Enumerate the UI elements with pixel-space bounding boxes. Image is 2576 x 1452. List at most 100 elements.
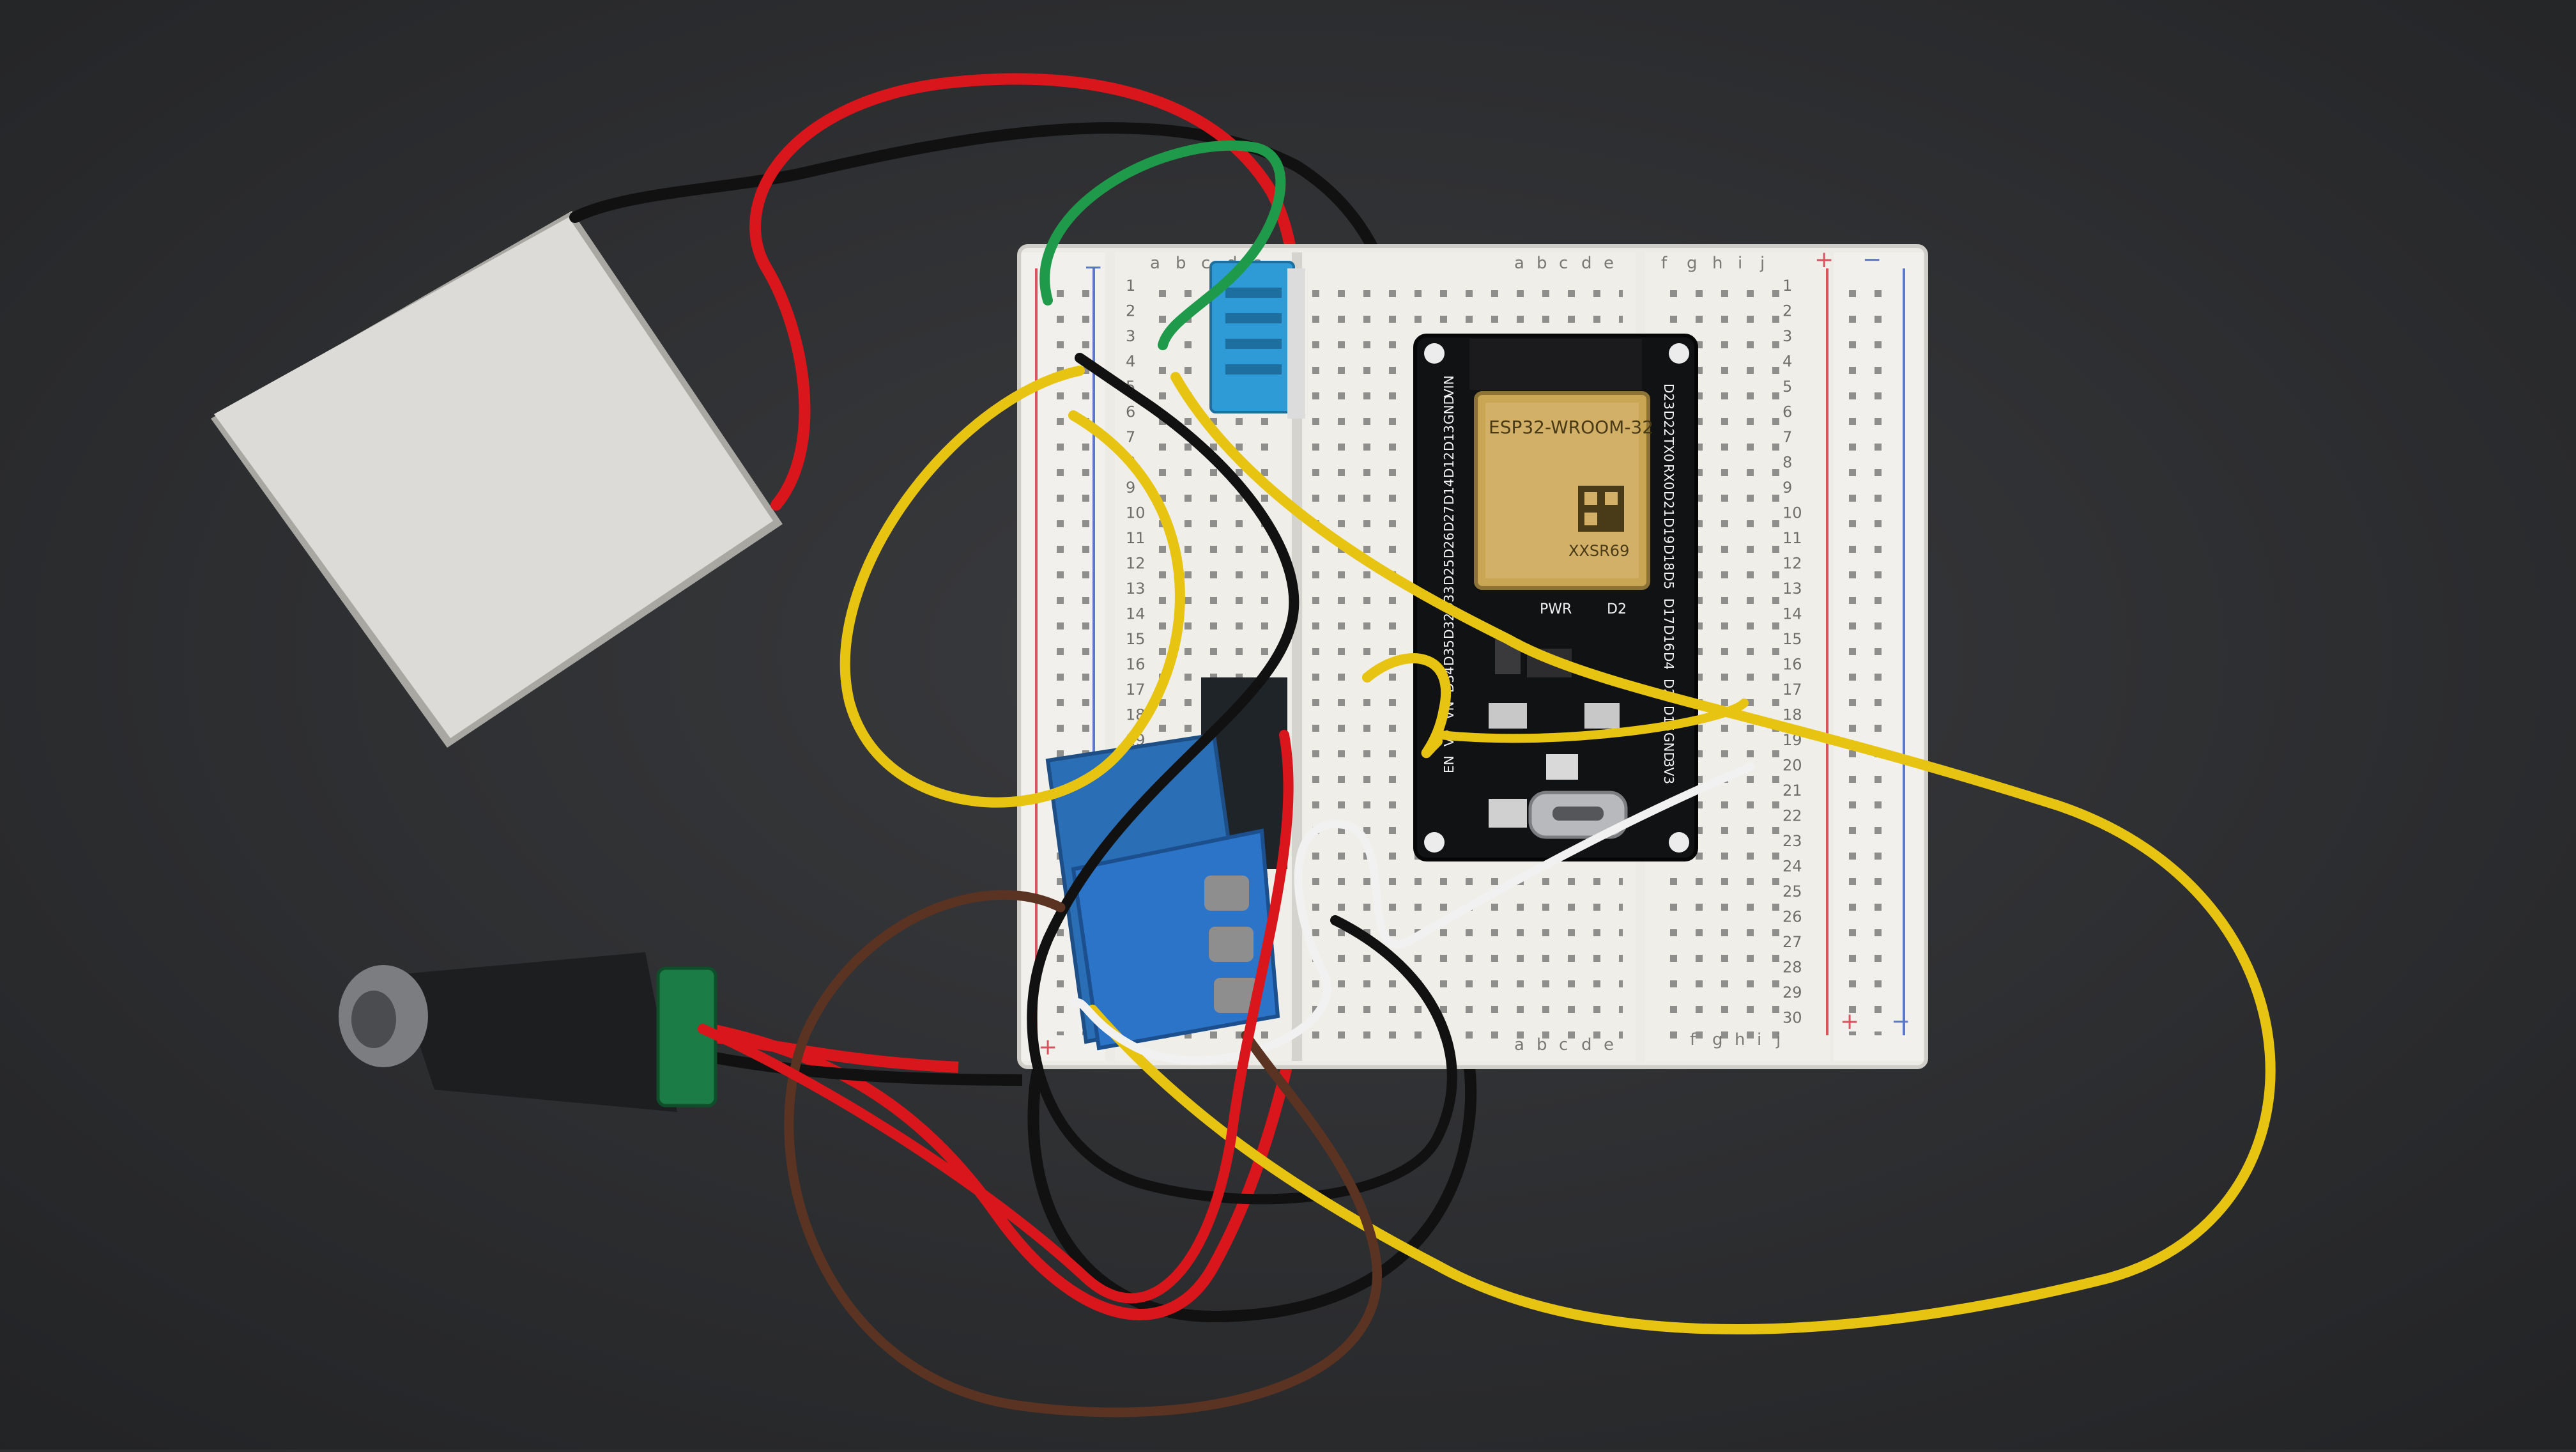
esp32-board: ESP32-WROOM-32 XXSR69 PWR D2 ENVPVND34D3… xyxy=(1413,334,1698,861)
rail-minus-left: − xyxy=(1084,254,1103,281)
row-number-right: 7 xyxy=(1782,428,1792,446)
module-name-label: ESP32-WROOM-32 xyxy=(1489,417,1653,438)
row-number-right: 2 xyxy=(1782,302,1792,320)
dht-sensor xyxy=(1209,261,1305,419)
row-number-right: 18 xyxy=(1782,706,1802,724)
row-number-left: 2 xyxy=(1126,302,1135,320)
esp32-pin-label-right: D19 xyxy=(1661,518,1676,544)
col-letter-c-mid: c xyxy=(1559,254,1568,273)
black-jumper-wire xyxy=(1027,353,1457,1205)
yellow-wire-long xyxy=(1087,372,2276,1334)
row-number-right: 29 xyxy=(1782,984,1802,1001)
row-number-right: 24 xyxy=(1782,858,1802,876)
row-number-left: 9 xyxy=(1126,479,1135,497)
row-numbers-right: 1234567891011121314151617181920212223242… xyxy=(1782,277,1802,1027)
col-letter-f: f xyxy=(1661,254,1667,273)
rail-plus-right-bottom: + xyxy=(1840,1008,1859,1035)
col-letter-h-bottom: h xyxy=(1735,1030,1745,1049)
d2-led-label: D2 xyxy=(1607,601,1627,617)
row-number-right: 17 xyxy=(1782,681,1802,699)
row-number-right: 23 xyxy=(1782,832,1802,850)
row-number-left: 16 xyxy=(1126,656,1146,674)
row-number-left: 12 xyxy=(1126,555,1146,573)
esp32-pin-label-left: D14 xyxy=(1441,479,1457,505)
peltier-module xyxy=(211,211,783,748)
esp32-pin-label-left: GND xyxy=(1441,395,1457,424)
esp32-pin-label-right: TX0 xyxy=(1661,436,1676,462)
row-number-right: 30 xyxy=(1782,1009,1802,1027)
row-number-left: 13 xyxy=(1126,580,1146,598)
red-lower-wire xyxy=(698,730,1294,1304)
esp32-pin-label-right: D21 xyxy=(1661,491,1676,517)
row-number-right: 15 xyxy=(1782,630,1802,648)
esp32-pin-label-right: D17 xyxy=(1661,598,1676,624)
col-letter-c: c xyxy=(1201,254,1210,273)
esp32-pins-left: ENVPVND34D35D32D33D25D26D27D14D12D13GNDV… xyxy=(1441,375,1457,773)
col-letter-i-bottom: i xyxy=(1757,1030,1761,1049)
esp32-pin-label-left: D25 xyxy=(1441,559,1457,585)
col-letter-e-bottom: e xyxy=(1604,1035,1614,1054)
relay-module xyxy=(1045,677,1287,1051)
col-letter-b: b xyxy=(1176,254,1186,273)
row-number-right: 1 xyxy=(1782,277,1792,295)
row-number-left: 3 xyxy=(1126,327,1135,345)
col-letter-a: a xyxy=(1150,254,1160,273)
row-number-right: 20 xyxy=(1782,757,1802,775)
esp32-pin-label-left: D13 xyxy=(1441,425,1457,451)
row-number-right: 14 xyxy=(1782,605,1802,623)
esp32-pin-label-left: D26 xyxy=(1441,532,1457,559)
row-number-right: 28 xyxy=(1782,959,1802,977)
col-letter-j: j xyxy=(1759,254,1765,273)
esp32-pin-label-right: D4 xyxy=(1661,652,1676,670)
esp32-pin-label-left: D27 xyxy=(1441,506,1457,532)
row-number-right: 12 xyxy=(1782,555,1802,573)
row-number-left: 14 xyxy=(1126,605,1146,623)
row-number-right: 13 xyxy=(1782,580,1802,598)
white-wire xyxy=(1069,762,1755,1065)
esp32-pin-label-right: D16 xyxy=(1661,625,1676,651)
esp32-pin-label-right: D18 xyxy=(1661,544,1676,571)
row-number-right: 10 xyxy=(1782,504,1802,522)
yellow-wire-to-esp xyxy=(1436,699,1749,743)
row-number-right: 9 xyxy=(1782,479,1792,497)
row-number-left: 1 xyxy=(1126,277,1135,295)
row-number-right: 8 xyxy=(1782,454,1792,472)
rail-minus-right: − xyxy=(1862,247,1882,273)
rail-plus-right: + xyxy=(1814,247,1834,273)
row-number-left: 10 xyxy=(1126,504,1146,522)
row-number-right: 27 xyxy=(1782,933,1802,951)
esp32-pin-label-left: EN xyxy=(1441,755,1457,773)
col-letter-j-bottom: j xyxy=(1775,1030,1781,1049)
row-number-right: 16 xyxy=(1782,656,1802,674)
dc-barrel-jack xyxy=(339,952,1023,1112)
esp32-pin-label-right: GND xyxy=(1661,732,1676,762)
esp32-pin-label-right: D23 xyxy=(1661,383,1676,410)
col-letter-d-bottom: d xyxy=(1581,1035,1592,1054)
esp32-pin-label-left: D12 xyxy=(1441,452,1457,478)
rail-plus-left-bottom: + xyxy=(1038,1034,1057,1060)
module-code-label: XXSR69 xyxy=(1568,542,1629,560)
row-number-right: 26 xyxy=(1782,908,1802,926)
row-number-right: 25 xyxy=(1782,883,1802,900)
row-number-left: 7 xyxy=(1126,428,1135,446)
col-letter-b-mid: b xyxy=(1537,254,1547,273)
col-letter-d-mid: d xyxy=(1581,254,1592,273)
pwr-led-label: PWR xyxy=(1540,601,1572,617)
row-number-left: 15 xyxy=(1126,630,1146,648)
esp32-pin-label-right: D5 xyxy=(1661,571,1676,589)
green-wire xyxy=(1039,140,1286,350)
col-letter-e-mid: e xyxy=(1604,254,1614,273)
rail-minus-right-bottom: − xyxy=(1891,1008,1910,1035)
row-number-left: 4 xyxy=(1126,353,1135,371)
row-number-right: 11 xyxy=(1782,529,1802,547)
esp32-pins-right: D23D22TX0RX0D21D19D18D5D17D16D4D2D15GND3… xyxy=(1661,383,1676,784)
row-number-left: 6 xyxy=(1126,403,1135,421)
esp32-pin-label-right: RX0 xyxy=(1661,464,1676,490)
esp32-pin-label-right: 3V3 xyxy=(1661,759,1676,784)
esp32-pin-label-right: D22 xyxy=(1661,410,1676,436)
col-letter-h: h xyxy=(1712,254,1722,273)
esp32-pin-label-left: D35 xyxy=(1441,640,1457,666)
row-number-right: 22 xyxy=(1782,807,1802,825)
row-number-right: 21 xyxy=(1782,782,1802,799)
